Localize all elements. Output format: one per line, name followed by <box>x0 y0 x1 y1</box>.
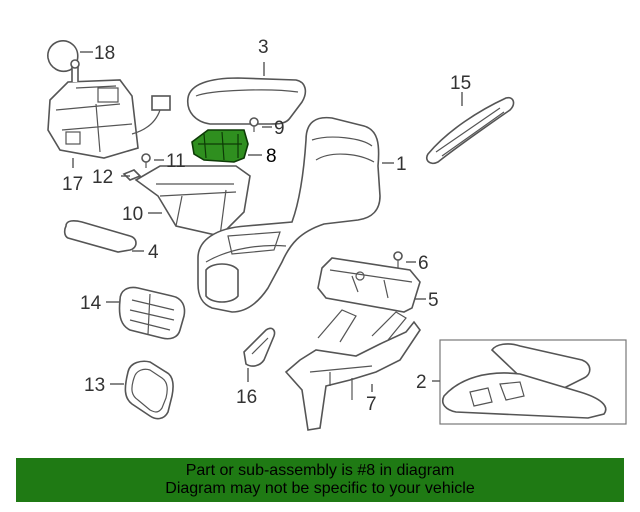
callout-18: 18 <box>94 43 115 64</box>
part-8-storage-bin-highlighted[interactable] <box>191 129 249 163</box>
callout-11: 11 <box>166 151 186 172</box>
part-16-small-bracket[interactable] <box>243 327 276 367</box>
callout-8: 8 <box>266 146 277 167</box>
callout-5: 5 <box>428 290 439 311</box>
callout-13: 13 <box>84 375 105 396</box>
banner-line-1: Part or sub-assembly is #8 in diagram <box>185 462 455 479</box>
part-4-trim-panel[interactable] <box>63 220 137 253</box>
callout-6: 6 <box>418 253 429 274</box>
part-11-screw[interactable] <box>141 153 151 168</box>
exploded-parts-diagram: 18 3 15 9 8 11 1 12 17 10 4 6 5 14 2 13 … <box>47 37 627 431</box>
part-9-screw[interactable] <box>249 117 259 132</box>
part-2-inset-detail[interactable] <box>439 339 627 425</box>
callout-9: 9 <box>274 118 285 139</box>
part-12-clip[interactable] <box>122 169 142 181</box>
part-13-bezel-ring[interactable] <box>124 360 174 420</box>
part-5-bracket-tray[interactable] <box>317 257 421 313</box>
part-1-console-body[interactable] <box>197 116 381 313</box>
callout-16: 16 <box>236 387 257 408</box>
part-15-side-trim[interactable] <box>425 96 515 165</box>
callout-15: 15 <box>450 73 471 94</box>
callout-10: 10 <box>122 204 143 225</box>
callout-2: 2 <box>416 372 427 393</box>
callout-14: 14 <box>80 293 102 314</box>
part-10-console-bin[interactable] <box>134 165 251 237</box>
banner-line-2: Diagram may not be specific to your vehi… <box>165 480 475 497</box>
part-7-support-frame[interactable] <box>284 309 421 431</box>
callout-4: 4 <box>148 242 159 263</box>
part-17-shifter-assembly[interactable] <box>47 59 171 159</box>
callout-3: 3 <box>258 37 269 58</box>
part-3-armrest-lid[interactable] <box>186 77 307 125</box>
callout-17: 17 <box>62 174 83 195</box>
part-14-air-vent[interactable] <box>118 286 186 340</box>
callout-12: 12 <box>92 167 113 188</box>
info-banner: Part or sub-assembly is #8 in diagram Di… <box>16 458 624 502</box>
callout-7: 7 <box>366 394 377 415</box>
callout-1: 1 <box>396 154 407 175</box>
part-6-screw[interactable] <box>393 251 403 268</box>
